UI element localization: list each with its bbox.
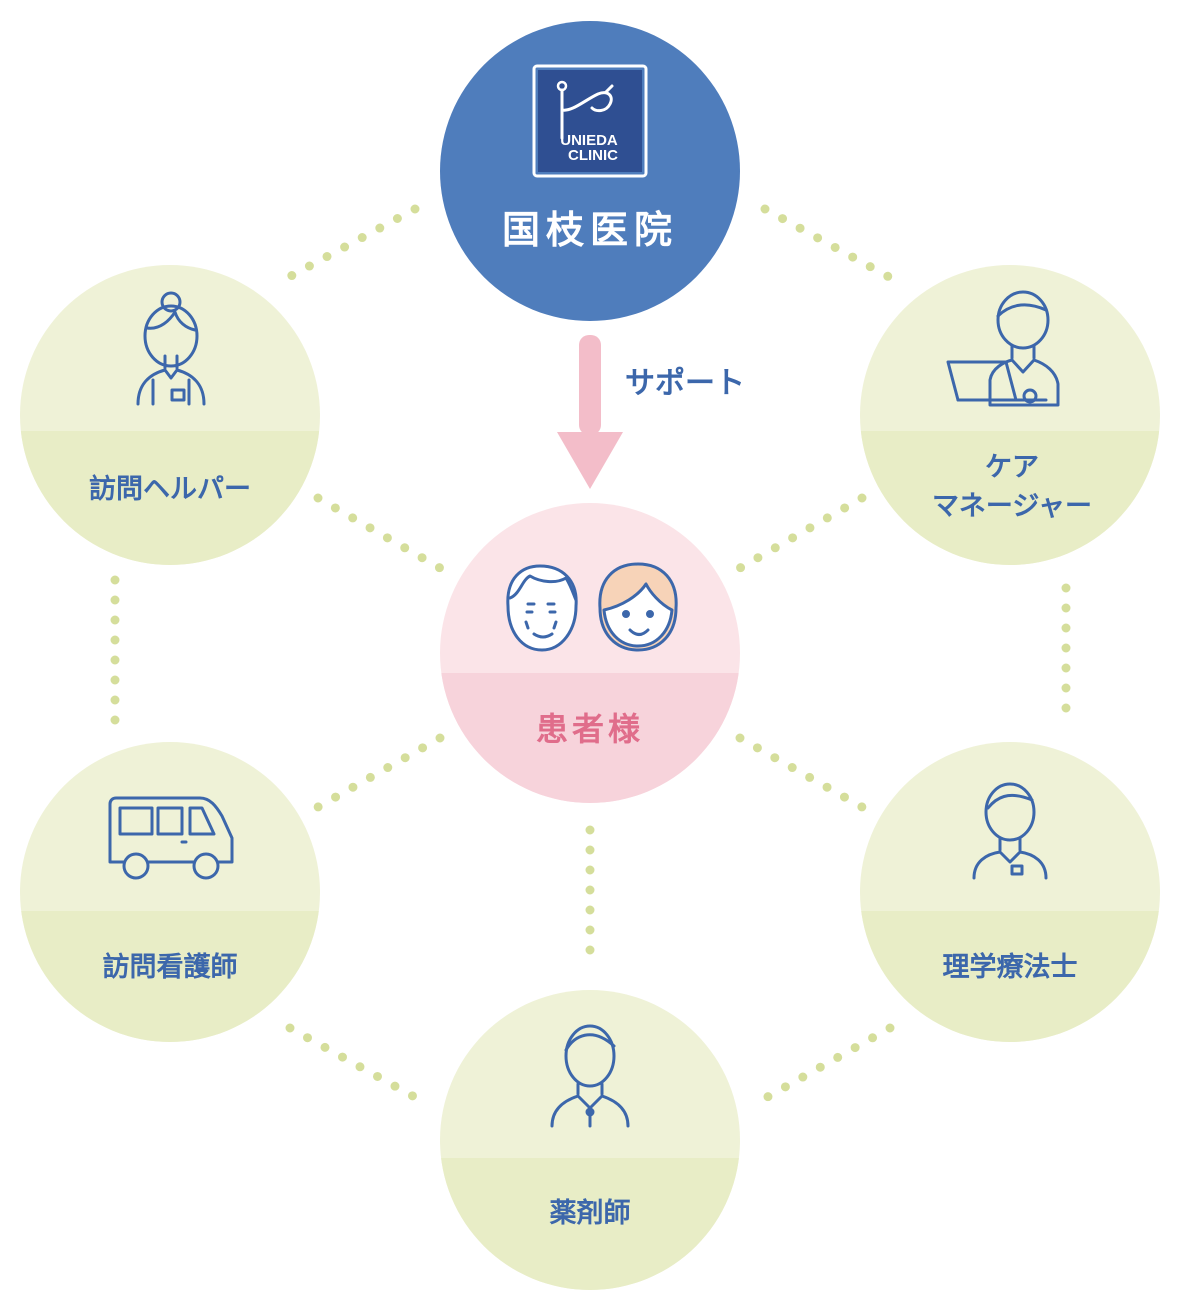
support-arrow: サポート [557,335,745,489]
care-manager-node: ケア マネージャー [860,265,1160,565]
nurse-node: 訪問看護師 [20,742,320,1042]
care-manager-label-1: ケア [985,452,1039,483]
pharmacist-icon [550,1024,630,1128]
therapist-label: 理学療法士 [943,951,1078,983]
elderly-couple-icon [506,562,678,652]
connector-nurse-pharmacist [285,1023,425,1105]
logo-line2: CLINIC [568,147,618,164]
arrow-head [557,432,623,489]
connector-therapist-pharmacist [757,1023,895,1105]
van-icon [108,796,234,880]
pharmacist-label: 薬剤師 [550,1197,631,1229]
care-manager-label-2: マネージャー [932,491,1092,522]
support-label: サポート [625,366,745,401]
connector-caremanager-patient [735,493,867,573]
nurse-label: 訪問看護師 [103,951,238,983]
arrow-shaft [579,335,601,435]
connector-clinic-helper [273,204,420,288]
caregiver-woman-icon [136,291,206,406]
helper-label: 訪問ヘルパー [89,473,251,505]
clinic-node: UNIEDA CLINIC 国枝医院 [440,21,740,321]
therapist-icon [972,782,1048,880]
patient-label: 患者様 [536,710,644,748]
manager-laptop-icon [946,290,1060,407]
connector-patient-therapist [735,733,867,812]
stethoscope-icon [556,80,614,140]
helper-node: 訪問ヘルパー [20,265,320,565]
logo-line1: UNIEDA [560,132,618,149]
connector-helper-patient [313,493,445,573]
pharmacist-node: 薬剤師 [440,990,740,1290]
connector-clinic-caremanager [760,204,905,288]
clinic-name: 国枝医院 [502,208,678,252]
therapist-node: 理学療法士 [860,742,1160,1042]
dotted-connectors [110,204,1071,1105]
connector-patient-nurse [313,733,445,812]
patient-node: 患者様 [440,503,740,803]
clinic-logo: UNIEDA CLINIC [532,64,648,178]
